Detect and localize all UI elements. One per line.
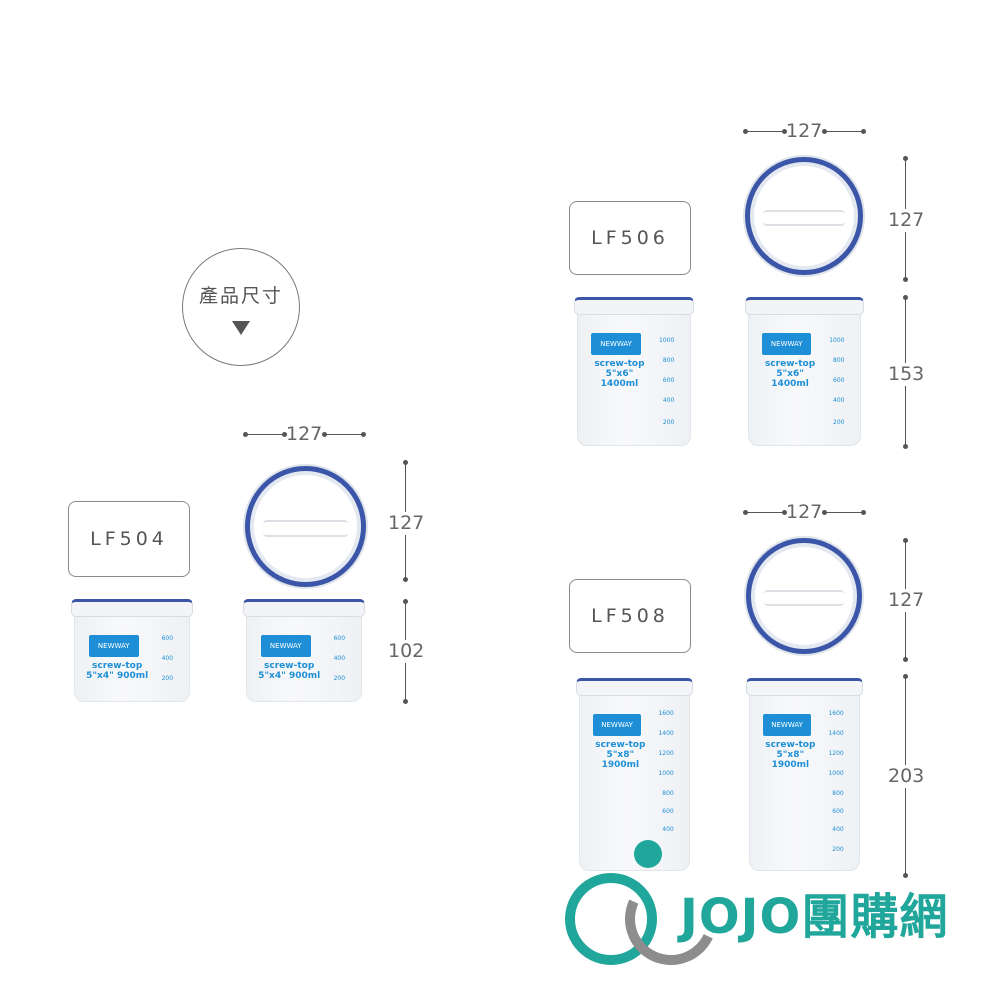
product-size-badge: 產品尺寸 (182, 248, 300, 366)
brand-label: NEWWAY (593, 714, 642, 736)
screw-top-text: screw-top (594, 359, 645, 369)
brand-label: NEWWAY (260, 635, 311, 657)
logo-text: JOJO團購網 (680, 889, 949, 945)
scale-mark: 800 (833, 357, 845, 364)
screw-top-text: screw-top (595, 740, 646, 750)
lid-grip (762, 209, 846, 227)
logo-dot (634, 840, 662, 868)
width-label-lf508: 127 (786, 501, 823, 523)
model-label-lf504: LF504 (68, 501, 190, 577)
height-label-lf506: 153 (888, 363, 925, 386)
lid-top-view-lf504 (245, 466, 366, 587)
scale-mark: 800 (662, 357, 675, 364)
scale-mark: 1600 (828, 710, 844, 717)
scale-mark: 1000 (828, 770, 844, 777)
scale-mark: 1400 (828, 730, 844, 737)
container-lid (574, 297, 694, 315)
brand-label: NEWWAY (591, 333, 641, 355)
brand-label: NEWWAY (763, 714, 812, 736)
container-lid (243, 599, 365, 617)
width-label-lf504: 127 (286, 423, 323, 445)
triangle-down-icon (232, 321, 250, 335)
container-side-lf504-b: NEWWAY screw-top 5"x4" 900ml 600 400 200 (243, 599, 365, 702)
scale-mark: 800 (832, 790, 844, 797)
dimension-line (243, 432, 287, 437)
screw-top-text: screw-top (764, 359, 816, 369)
scale-mark: 1200 (828, 750, 844, 757)
dimension-line (322, 432, 366, 437)
scale-mark: 1600 (658, 710, 674, 717)
dimension-line (743, 129, 787, 134)
scale-mark: 400 (833, 397, 845, 404)
container-lid (745, 297, 864, 315)
scale-mark: 600 (662, 808, 674, 815)
container-side-lf504-a: NEWWAY screw-top 5"x4" 900ml 600 400 200 (71, 599, 193, 702)
scale-mark: 400 (333, 655, 346, 662)
width-label-lf506: 127 (786, 120, 823, 142)
model-label-lf508: LF508 (569, 579, 691, 653)
capacity-text: 5"x4" 900ml (86, 671, 149, 681)
screw-top-text: screw-top (765, 740, 816, 750)
capacity-text: 5"x8" 1900ml (601, 750, 640, 771)
lid-top-view-lf506 (745, 157, 863, 275)
screw-top-text: screw-top (92, 661, 143, 671)
scale-mark: 400 (662, 826, 674, 833)
lid-grip (763, 589, 845, 607)
scale-mark: 1000 (829, 337, 845, 344)
scale-mark: 200 (662, 419, 675, 426)
capacity-text: 5"x8" 1900ml (771, 750, 810, 771)
capacity-text: 5"x6" 1400ml (771, 369, 809, 390)
scale-mark: 1200 (658, 750, 674, 757)
scale-mark: 800 (662, 790, 674, 797)
container-side-lf506-a: NEWWAY screw-top 5"x6" 1400ml 1000 800 6… (574, 297, 694, 446)
scale-mark: 600 (832, 808, 844, 815)
lid-depth-label-lf504: 127 (388, 512, 425, 535)
lid-grip (263, 519, 348, 538)
capacity-text: 5"x4" 900ml (258, 671, 321, 681)
dimension-line (822, 129, 866, 134)
brand-label: NEWWAY (762, 333, 812, 355)
scale-mark: 200 (833, 419, 845, 426)
lid-depth-label-lf506: 127 (888, 209, 925, 232)
scale-mark: 200 (161, 675, 174, 682)
model-label-lf506: LF506 (569, 201, 691, 275)
badge-text: 產品尺寸 (198, 285, 283, 307)
container-side-lf508-b: NEWWAY screw-top 5"x8" 1900ml 1600 1400 … (746, 678, 863, 871)
scale-mark: 400 (161, 655, 174, 662)
container-side-lf506-b: NEWWAY screw-top 5"x6" 1400ml 1000 800 6… (745, 297, 864, 446)
scale-mark: 1000 (658, 770, 674, 777)
container-lid (71, 599, 193, 617)
lid-depth-label-lf508: 127 (888, 589, 925, 612)
dimension-line (743, 510, 787, 515)
dimension-line (822, 510, 866, 515)
scale-mark: 200 (333, 675, 346, 682)
scale-mark: 400 (832, 826, 844, 833)
scale-mark: 200 (832, 846, 844, 853)
logo-ring-teal (565, 873, 657, 965)
screw-top-text: screw-top (264, 661, 315, 671)
scale-mark: 1000 (659, 337, 675, 344)
container-lid (576, 678, 693, 696)
height-label-lf508: 203 (888, 765, 925, 788)
scale-mark: 600 (333, 635, 346, 642)
scale-mark: 600 (833, 377, 845, 384)
scale-mark: 600 (662, 377, 675, 384)
lid-top-view-lf508 (746, 538, 862, 654)
height-label-lf504: 102 (388, 640, 425, 663)
scale-mark: 1400 (658, 730, 674, 737)
brand-label: NEWWAY (88, 635, 139, 657)
scale-mark: 600 (161, 635, 174, 642)
container-side-lf508-a: NEWWAY screw-top 5"x8" 1900ml 1600 1400 … (576, 678, 693, 871)
container-lid (746, 678, 863, 696)
scale-mark: 400 (662, 397, 675, 404)
capacity-text: 5"x6" 1400ml (600, 369, 639, 390)
